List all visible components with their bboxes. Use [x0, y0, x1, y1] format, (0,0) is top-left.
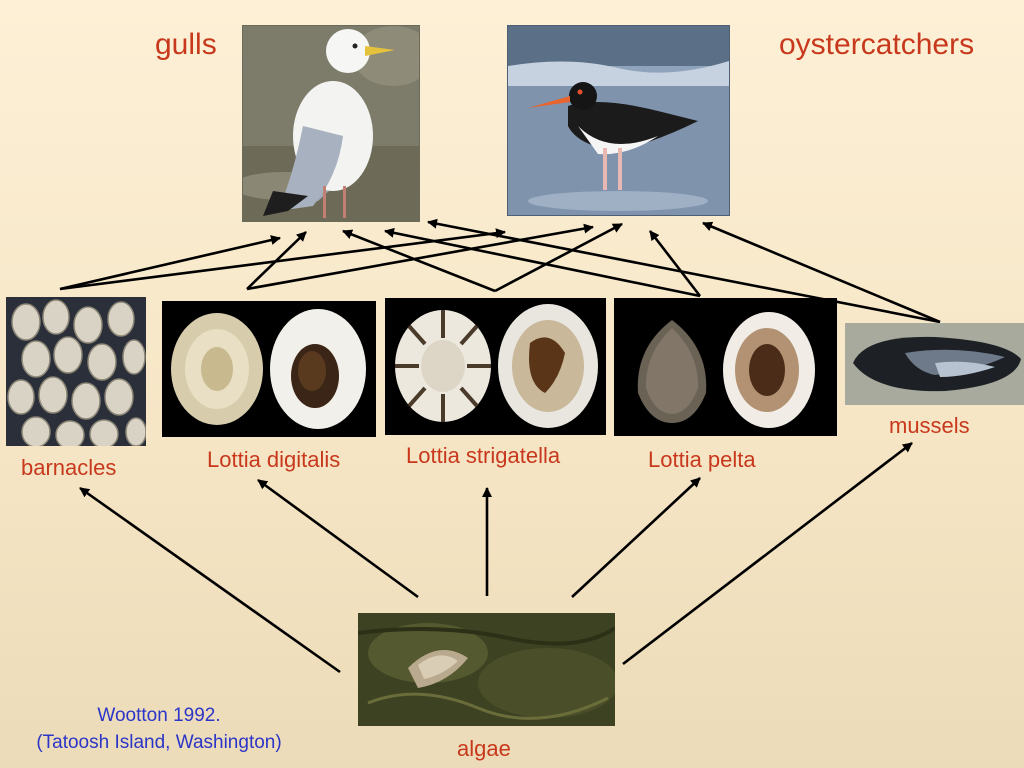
label-lottia-pelta: Lottia pelta [648, 447, 756, 472]
gull-photo [242, 25, 420, 222]
lottia-digitalis-photo [162, 301, 376, 437]
arrow-mussels-gulls [427, 218, 941, 324]
lottia-strigatella-photo [385, 298, 606, 435]
label-lottia-digitalis: Lottia digitalis [207, 447, 341, 472]
lottia-pelta-photo [614, 298, 837, 436]
arrow-digitalis-gulls [246, 231, 307, 290]
arrow-algae-mussels [622, 441, 913, 666]
arrow-strigatella-gulls [342, 229, 496, 293]
label-lottia-strigatella: Lottia strigatella [406, 443, 561, 468]
arrow-algae-barnacles [79, 486, 341, 674]
arrow-strigatella-oystercatchers [494, 222, 623, 293]
arrow-pelta-oystercatchers [648, 230, 702, 297]
arrow-algae-lottia-pelta [571, 477, 701, 598]
citation-location: (Tatoosh Island, Washington) [36, 732, 282, 753]
label-gulls: gulls [155, 28, 217, 61]
arrow-barnacles-gulls [59, 235, 281, 291]
barnacles-photo [6, 297, 146, 446]
citation-author-year: Wootton 1992. [97, 705, 221, 726]
oystercatcher-photo [507, 25, 730, 216]
mussels-photo [845, 323, 1024, 405]
label-mussels: mussels [889, 413, 970, 438]
arrow-barnacles-oystercatchers [59, 228, 506, 291]
arrow-digitalis-oystercatchers [246, 223, 594, 291]
arrow-pelta-gulls [384, 227, 701, 298]
label-barnacles: barnacles [21, 455, 117, 480]
label-oystercatchers: oystercatchers [779, 28, 975, 61]
citation: Wootton 1992. (Tatoosh Island, Washingto… [6, 702, 312, 756]
arrow-algae-lottia-digitalis [257, 478, 419, 599]
algae-photo [358, 613, 615, 726]
arrow-mussels-oystercatchers [702, 221, 941, 324]
label-algae: algae [457, 736, 511, 761]
